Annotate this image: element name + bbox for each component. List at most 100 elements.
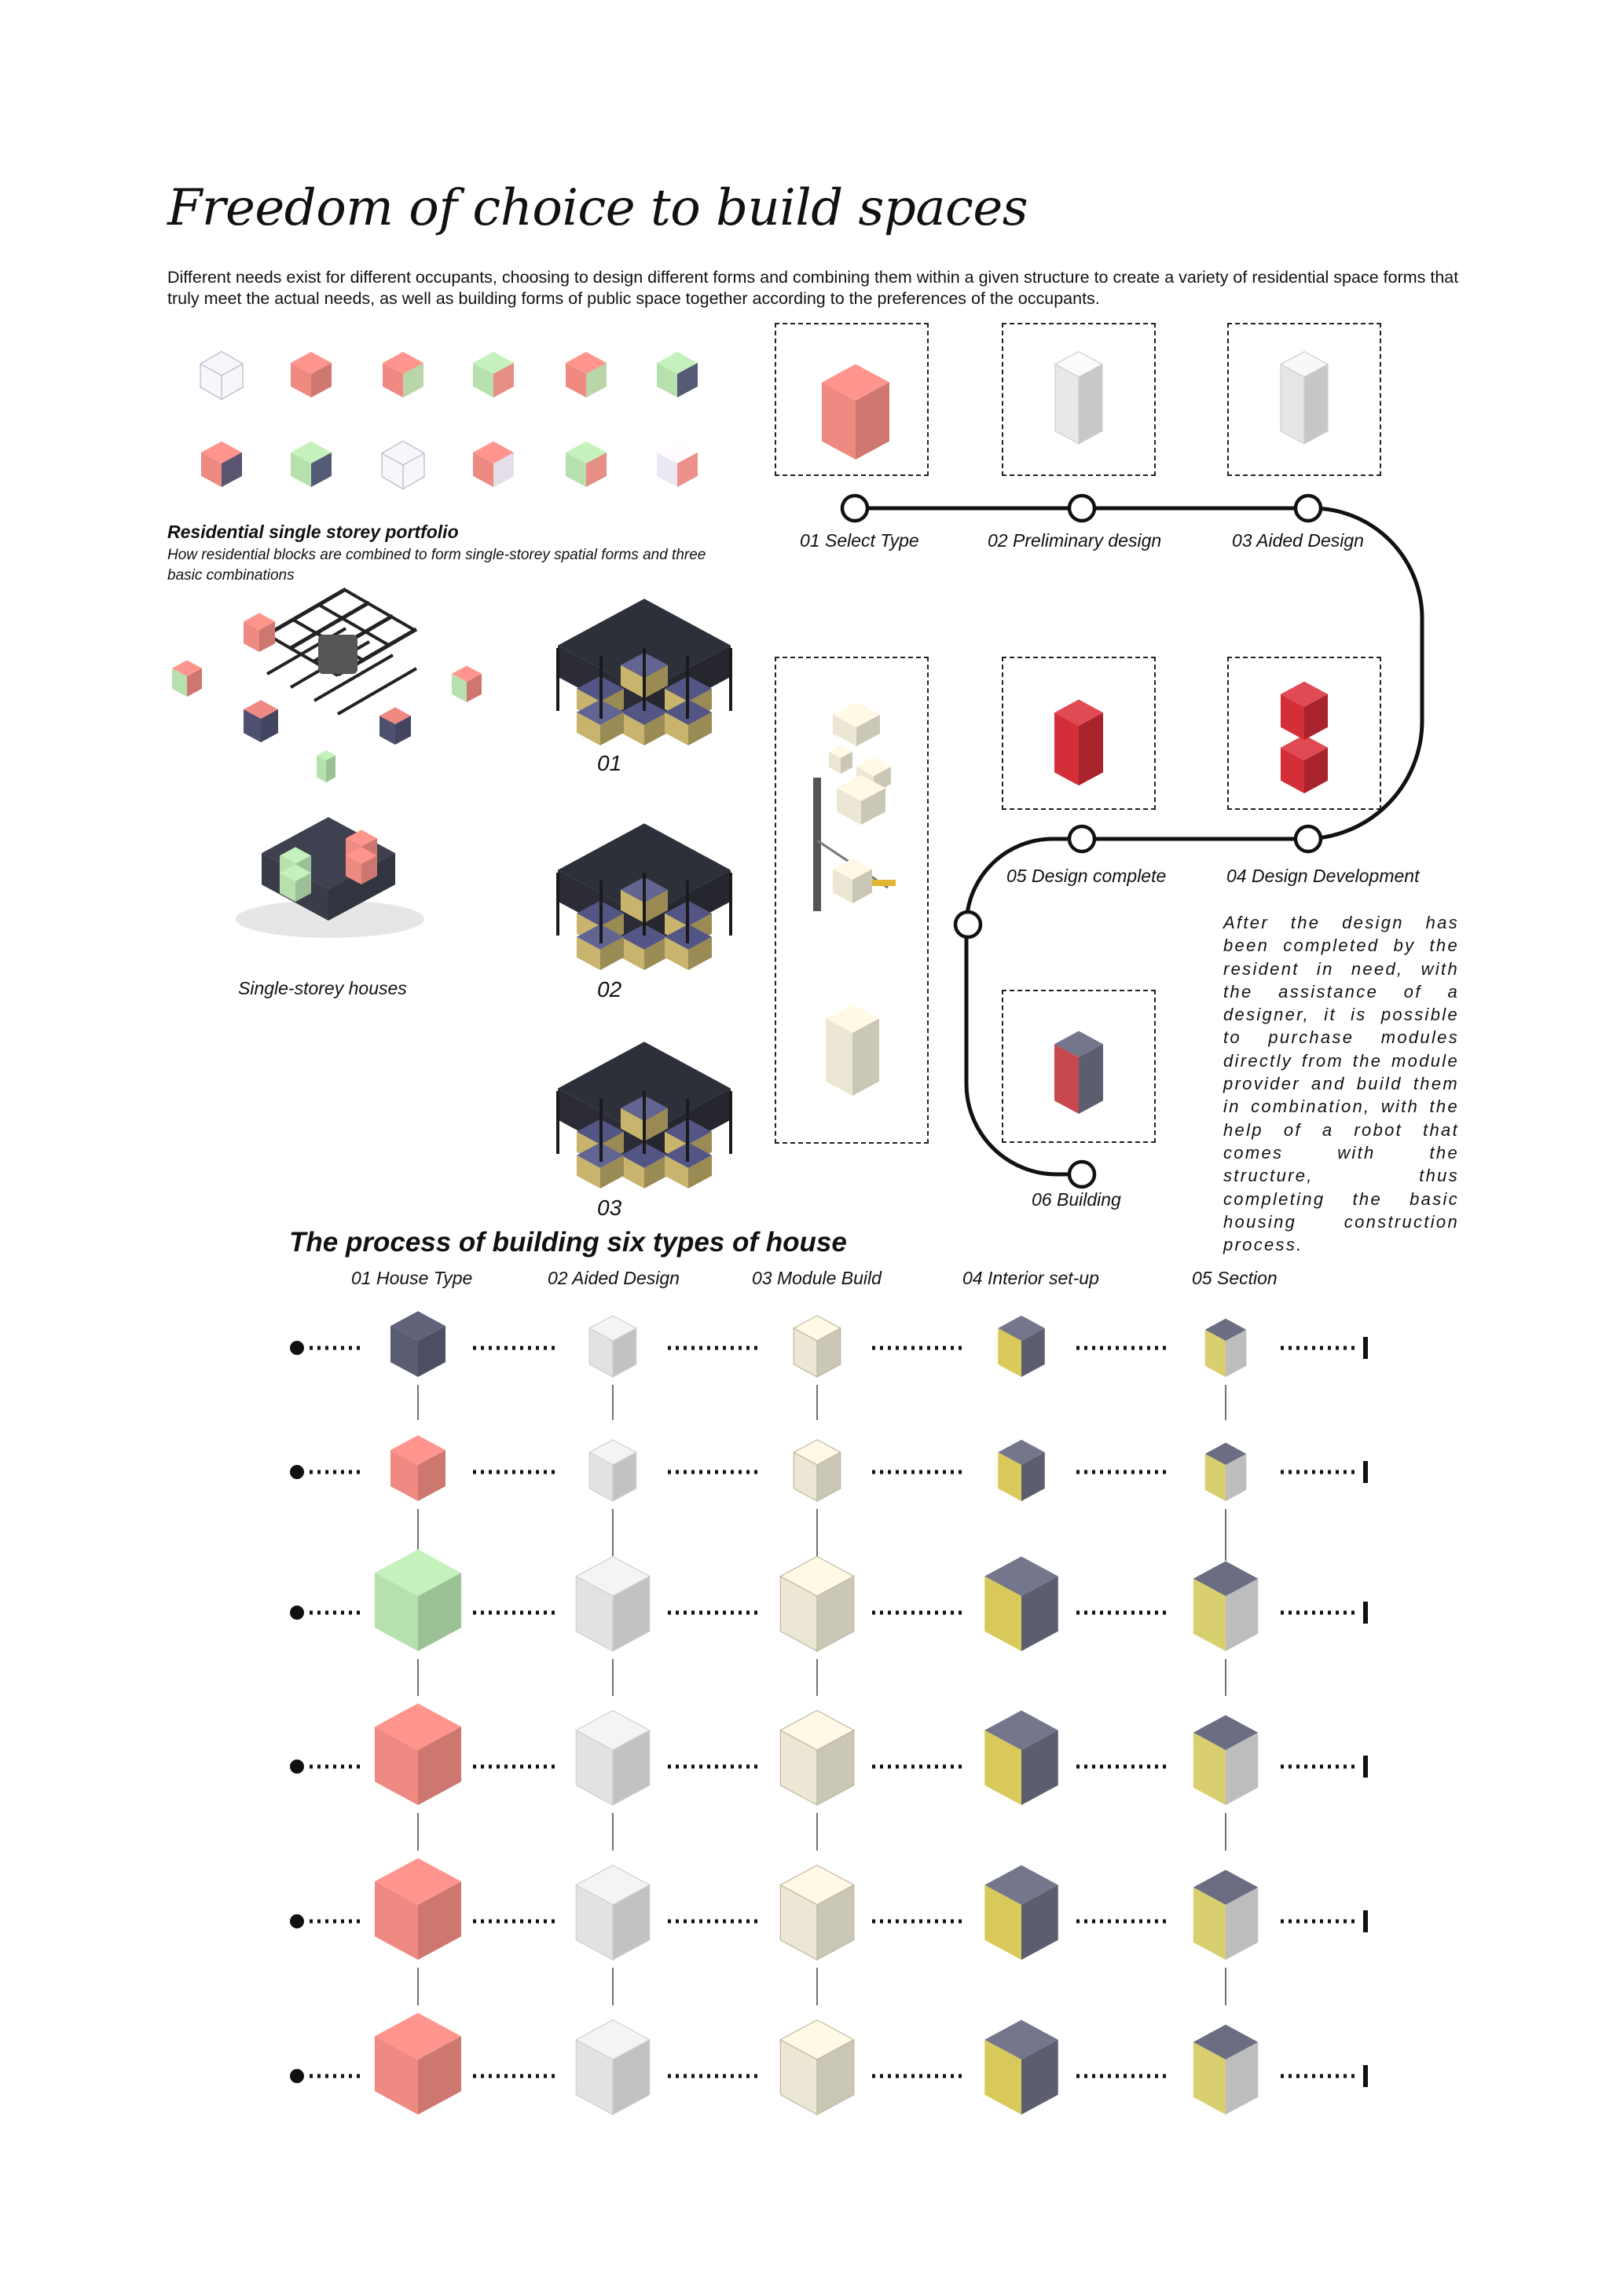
preliminary-design-block — [1054, 350, 1104, 445]
house-type-block — [375, 2012, 461, 2115]
palette-row-1-cube-5 — [566, 351, 607, 397]
house-type-block — [390, 1435, 445, 1501]
row-start-dot — [290, 1606, 304, 1620]
exploded-build-sequence — [813, 701, 896, 1096]
row-start-dot — [290, 1760, 304, 1774]
interior-setup-block — [984, 2020, 1058, 2115]
step-box-build-exploded — [775, 657, 929, 1144]
process-row-3 — [290, 1549, 1368, 1696]
row-start-dot — [290, 2069, 304, 2083]
module-build-block — [792, 1315, 842, 1379]
step-box-01 — [775, 323, 929, 476]
section-block — [1193, 1869, 1259, 1960]
process-row-5 — [290, 1858, 1368, 2005]
column-header-02: 02 Aided Design — [548, 1268, 680, 1288]
exploded-module-5 — [833, 859, 872, 903]
assembled-module-stack — [826, 1004, 879, 1096]
interior-setup-block — [998, 1439, 1045, 1501]
step-label-01: 01 Select Type — [800, 530, 919, 551]
house-type-block — [390, 1311, 445, 1377]
timeline-node-1 — [840, 493, 870, 523]
step-label-05: 05 Design complete — [1006, 866, 1167, 886]
single-storey-houses — [236, 817, 424, 938]
process-row-1 — [290, 1311, 1368, 1420]
timeline-node-7 — [1067, 1159, 1097, 1189]
column-header-03: 03 Module Build — [752, 1268, 882, 1288]
aided-design-block — [574, 2019, 651, 2116]
design-development-block-lower — [1281, 734, 1328, 793]
aided-design-block — [588, 1439, 638, 1503]
timeline-description: After the design has been completed by t… — [1223, 913, 1459, 1255]
exploded-frame — [266, 587, 418, 716]
section-block — [1193, 1561, 1259, 1651]
timeline-node-6 — [953, 910, 983, 939]
palette-row-2-cube-1 — [201, 441, 242, 487]
interior-setup-block — [998, 1315, 1045, 1377]
module-build-block — [779, 1555, 856, 1653]
combo-label-01: 01 — [597, 751, 622, 775]
combination-1-module-4 — [621, 699, 668, 745]
row-start-dot — [290, 1465, 304, 1479]
palette-row-1-cube-6 — [657, 351, 698, 397]
step-box-02 — [1002, 323, 1156, 476]
single-storey-label: Single-storey houses — [238, 978, 407, 998]
floating-module-4 — [244, 700, 278, 742]
step-box-04 — [1227, 657, 1381, 810]
process-row-2 — [290, 1435, 1368, 1561]
floating-module-3 — [452, 665, 482, 702]
section-block — [1204, 1318, 1247, 1377]
interior-setup-block — [984, 1556, 1058, 1651]
aided-design-block — [574, 1864, 651, 1961]
palette-row-1-cube-4 — [473, 351, 514, 397]
floating-module-5 — [379, 707, 411, 745]
step-label-03: 03 Aided Design — [1232, 530, 1364, 551]
step-label-06: 06 Building — [1032, 1189, 1121, 1210]
exploded-module-1 — [833, 701, 880, 746]
aided-design-block — [574, 1709, 651, 1807]
column-header-04: 04 Interior set-up — [962, 1268, 1099, 1288]
palette-row-1-cube-2 — [291, 351, 332, 397]
floating-module-2 — [172, 660, 202, 697]
palette-row-2-cube-3 — [381, 440, 425, 490]
portfolio-heading: Residential single storey portfolio — [167, 522, 459, 542]
column-header-01: 01 House Type — [351, 1268, 473, 1288]
combo-label-03: 03 — [597, 1196, 622, 1220]
palette-row-2-cube-6 — [657, 441, 698, 487]
palette-row-2-cube-5 — [566, 441, 607, 487]
combination-2 — [556, 823, 732, 970]
module-build-block — [779, 1709, 856, 1807]
timeline-node-5 — [1067, 824, 1097, 854]
exploded-module-4 — [837, 774, 885, 825]
house-type-block — [375, 1703, 461, 1805]
row-start-dot — [290, 1341, 304, 1355]
timeline-node-3 — [1293, 493, 1323, 523]
select-type-block — [822, 364, 889, 460]
timeline-node-2 — [1067, 493, 1097, 523]
process-heading: The process of building six types of hou… — [289, 1227, 847, 1258]
house-type-block — [375, 1549, 461, 1651]
aided-design-block — [1279, 350, 1329, 445]
building-block — [1054, 1031, 1103, 1114]
single-storey-module-4 — [346, 847, 377, 884]
palette-row-2-cube-2 — [291, 441, 332, 487]
combination-1 — [556, 599, 732, 745]
palette-row-1-cube-3 — [383, 351, 423, 397]
interior-setup-block — [984, 1710, 1058, 1805]
palette-row-2-cube-4 — [473, 441, 514, 487]
module-build-block — [779, 1864, 856, 1961]
module-build-block — [779, 2019, 856, 2116]
floating-module-1 — [244, 613, 275, 652]
interior-setup-block — [984, 1865, 1058, 1960]
process-row-4 — [290, 1703, 1368, 1851]
timeline-node-4 — [1293, 824, 1323, 854]
combination-3-module-4 — [621, 1142, 668, 1188]
aided-design-block — [588, 1315, 638, 1379]
process-row-6 — [290, 2012, 1368, 2116]
aided-design-block — [574, 1555, 651, 1653]
palette-row-1-cube-1 — [200, 350, 244, 401]
section-block — [1193, 1715, 1259, 1805]
